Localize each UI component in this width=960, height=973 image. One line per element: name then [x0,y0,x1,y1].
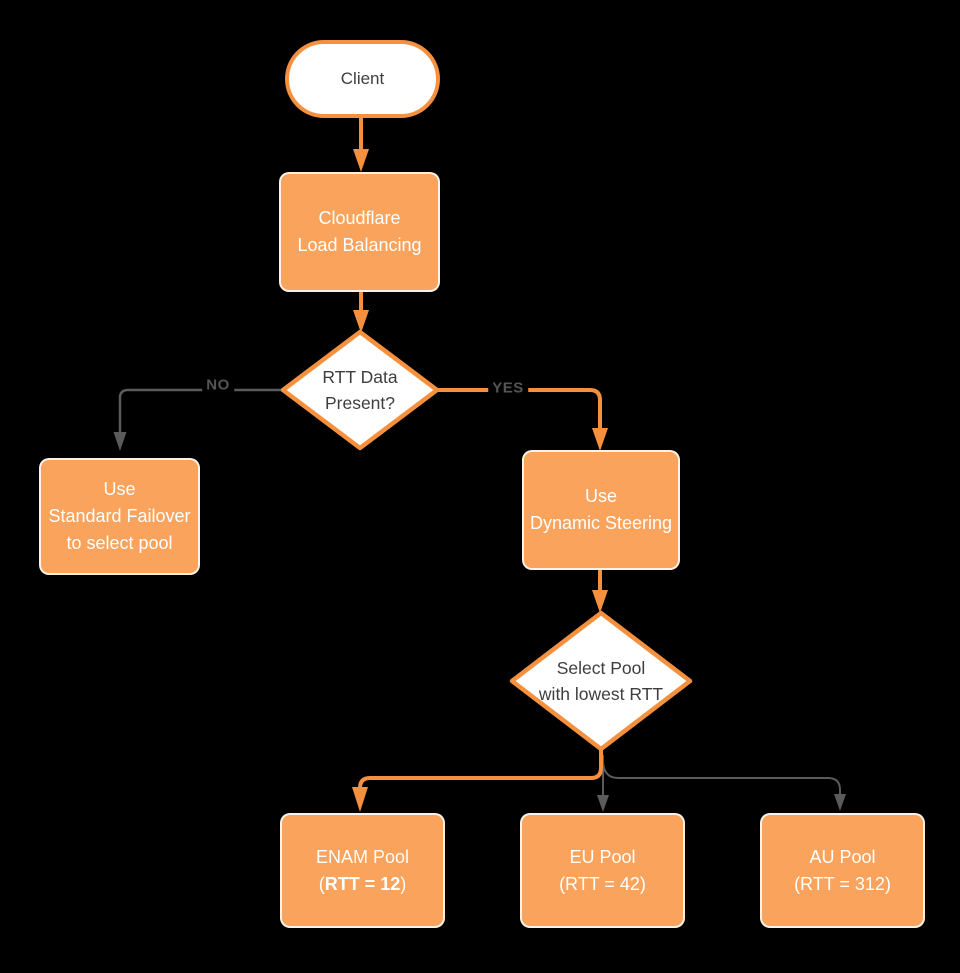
edge-to-au-pool [602,761,841,795]
load-balancer-node: Cloudflare Load Balancing [279,172,440,292]
edge-yes-to-dynamic-steering [434,388,602,429]
edge-to-enam-pool [358,748,603,789]
enam-pool-title: ENAM Pool [315,846,410,867]
arrowhead-enam [352,787,368,812]
enam-rtt-close-paren: ) [400,873,407,894]
load-balancer-line2: Load Balancing [297,235,422,255]
arrowhead-no [113,432,127,451]
standard-failover-line2: Standard Failover [48,506,191,526]
dynamic-steering-node: Use Dynamic Steering [522,450,680,570]
eu-pool-title: EU Pool [569,846,636,867]
au-pool-title: AU Pool [809,846,876,867]
enam-pool-rtt: (RTT = 12) [319,871,407,898]
au-pool-rtt: (RTT = 312) [794,873,891,894]
pool-decision-node: Select Pool with lowest RTT [539,655,663,707]
enam-rtt-value: RTT = 12 [324,873,401,894]
arrowhead-steering-decision [592,590,608,613]
enam-pool-node: ENAM Pool (RTT = 12) [280,813,445,928]
arrowhead-eu [597,795,609,812]
rtt-decision-node: RTT Data Present? [322,364,397,416]
arrowhead-yes [592,428,608,451]
eu-pool-rtt: (RTT = 42) [559,873,646,894]
load-balancer-line1: Cloudflare [318,208,401,228]
eu-pool-node: EU Pool (RTT = 42) [520,813,685,928]
edge-label-yes: YES [488,379,528,397]
arrowhead-au [834,794,846,811]
arrowhead-client-lb [353,149,369,172]
standard-failover-node: Use Standard Failover to select pool [39,458,200,575]
standard-failover-line3: to select pool [66,533,173,553]
client-node: Client [285,40,440,118]
edge-no-to-standard-failover [118,388,287,433]
pool-decision-diamond-shape [509,610,693,752]
client-label: Client [340,69,385,88]
pool-decision-line2: with lowest RTT [538,684,664,704]
au-pool-node: AU Pool (RTT = 312) [760,813,925,928]
edge-label-no: NO [202,376,234,394]
rtt-decision-line1: RTT Data [322,367,398,387]
dynamic-steering-line2: Dynamic Steering [529,513,673,533]
rtt-decision-diamond-shape [280,329,440,451]
dynamic-steering-line1: Use [584,486,617,506]
arrowhead-lb-decision [353,310,369,333]
enam-rtt-open-paren: ( [318,873,325,894]
rtt-decision-line2: Present? [324,393,396,413]
pool-decision-line1: Select Pool [556,658,646,678]
standard-failover-line1: Use [103,479,136,499]
